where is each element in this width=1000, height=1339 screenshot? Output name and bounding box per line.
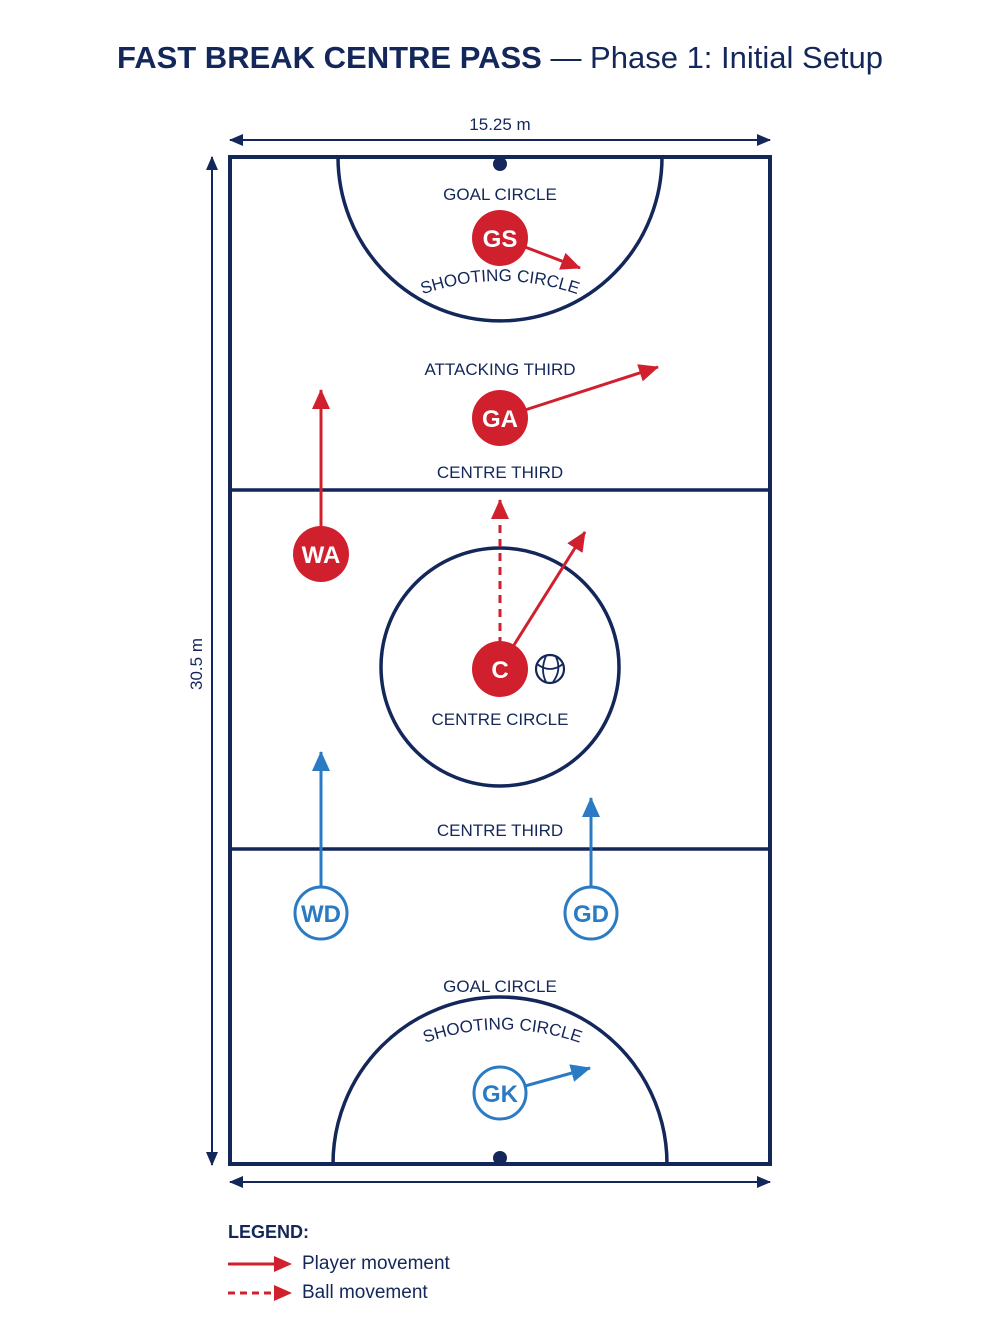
- legend-player-movement: Player movement: [228, 1249, 450, 1278]
- gs-movement-arrow: [524, 245, 581, 270]
- player-ga-label: GA: [482, 406, 518, 433]
- top-goal-circle: [336, 156, 664, 323]
- top-goal-circle-label: GOAL CIRCLE: [443, 185, 557, 204]
- centre-third-lower-label: CENTRE THIRD: [437, 821, 563, 840]
- title-strong: FAST BREAK CENTRE PASS: [116, 40, 542, 75]
- player-wd-label: WD: [301, 901, 341, 928]
- player-c-label: C: [491, 657, 508, 684]
- player-gd-label: GD: [573, 901, 609, 928]
- player-gs-label: GS: [483, 226, 518, 253]
- top-shooting-circle-label: SHOOTING CIRCLE: [418, 266, 582, 298]
- legend-ball-movement-label: Ball movement: [302, 1281, 428, 1303]
- legend-heading: LEGEND:: [228, 1222, 309, 1242]
- legend: LEGEND: Player movement Ball movement: [228, 1222, 450, 1307]
- player-gk-label: GK: [482, 1081, 519, 1108]
- player-gk[interactable]: GK: [472, 1065, 528, 1121]
- centre-third-upper-label: CENTRE THIRD: [437, 463, 563, 482]
- player-wa[interactable]: WA: [293, 526, 349, 582]
- solid-arrow-icon: [228, 1255, 292, 1272]
- bottom-goal-circle: [331, 995, 669, 1165]
- centre-circle-label: CENTRE CIRCLE: [432, 710, 569, 729]
- attacking-third-label: ATTACKING THIRD: [424, 360, 575, 379]
- player-gd[interactable]: GD: [563, 885, 619, 941]
- bottom-shooting-circle-label: SHOOTING CIRCLE: [420, 1014, 584, 1046]
- page-title: FAST BREAK CENTRE PASS — Phase 1: Initia…: [0, 40, 1000, 76]
- player-wa-label: WA: [302, 542, 341, 569]
- dashed-arrow-icon: [228, 1284, 292, 1301]
- player-gs[interactable]: GS: [472, 210, 528, 266]
- title-rest: — Phase 1: Initial Setup: [541, 40, 884, 75]
- player-c[interactable]: C: [472, 641, 528, 697]
- width-dimension-label: 15.25 m: [469, 115, 530, 134]
- c-movement-arrow: [512, 531, 587, 646]
- top-goal-post: [493, 157, 507, 171]
- bottom-goal-circle-label: GOAL CIRCLE: [443, 977, 557, 996]
- ga-movement-arrow: [524, 364, 659, 412]
- player-ga[interactable]: GA: [472, 390, 528, 446]
- centre-circle: [379, 546, 621, 788]
- length-dimension-label: 30.5 m: [187, 638, 206, 690]
- netball-icon: [534, 653, 566, 685]
- player-wd[interactable]: WD: [293, 885, 349, 941]
- bottom-goal-post: [493, 1151, 507, 1165]
- legend-ball-movement: Ball movement: [228, 1278, 450, 1307]
- legend-player-movement-label: Player movement: [302, 1252, 450, 1274]
- gk-movement-arrow: [524, 1064, 591, 1088]
